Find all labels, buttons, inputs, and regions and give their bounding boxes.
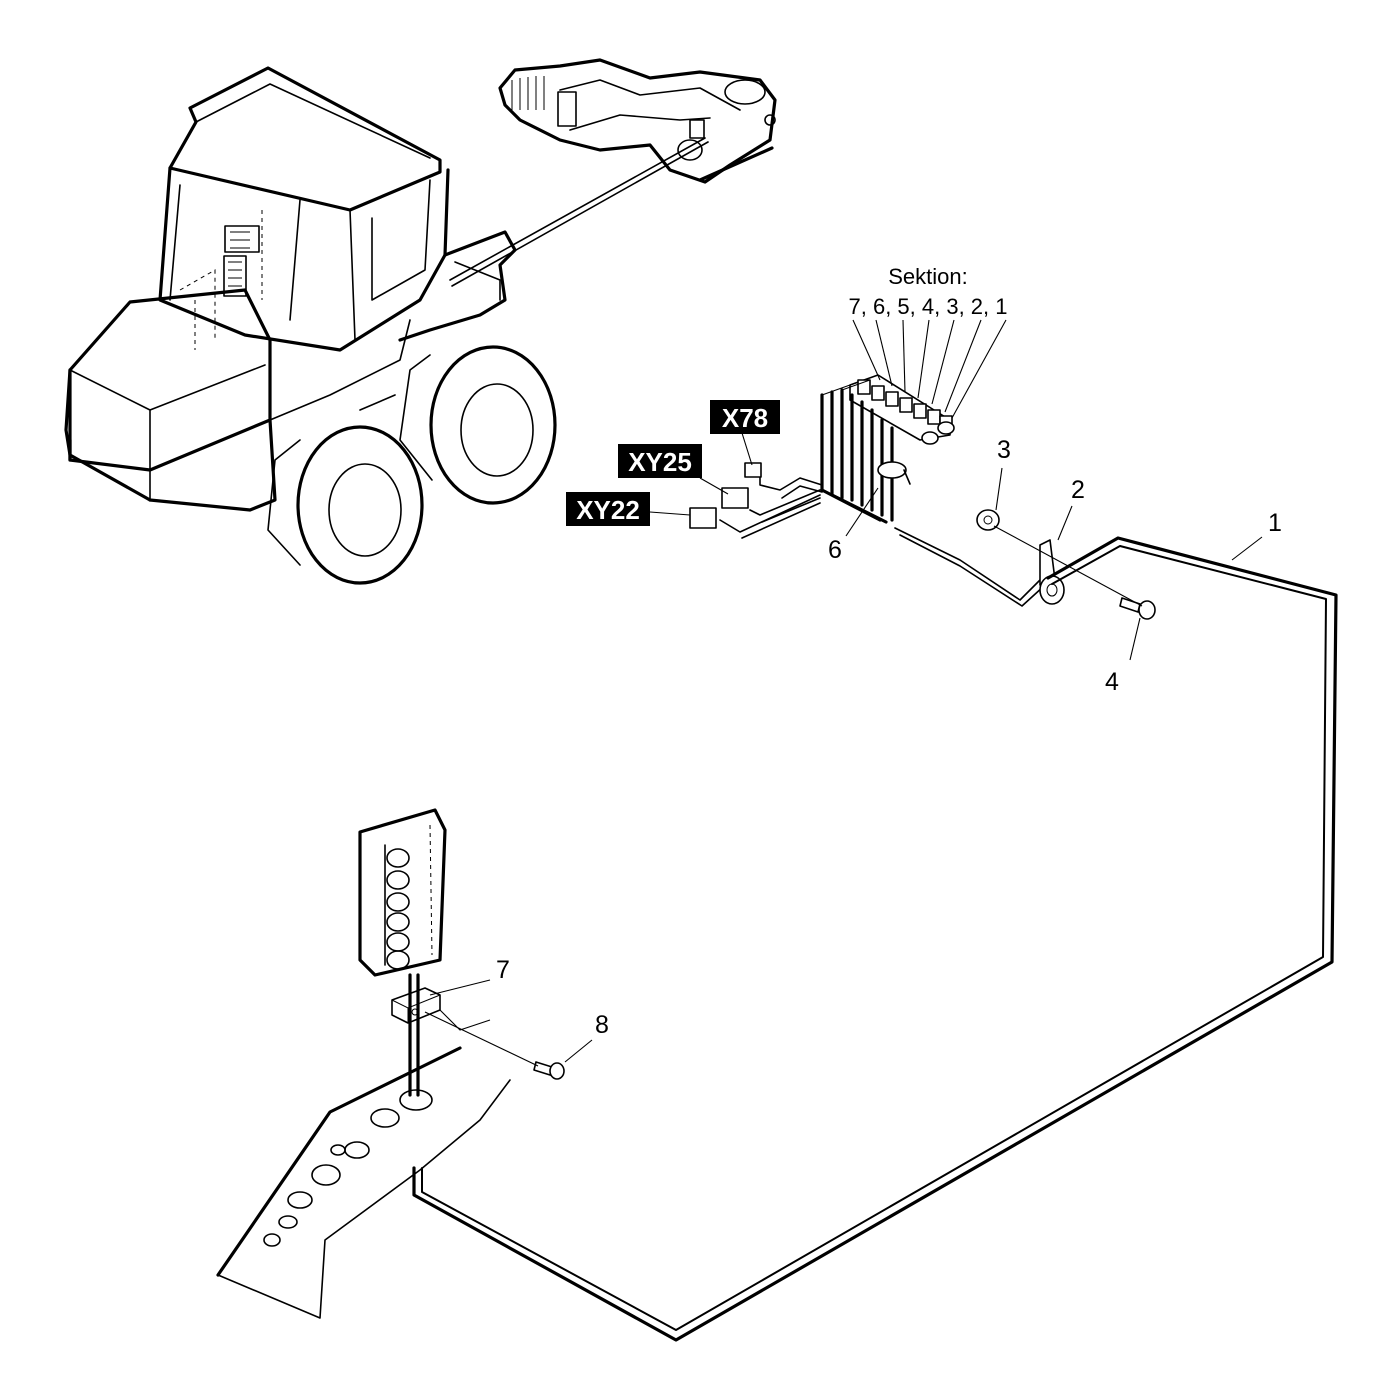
screw-part-8 xyxy=(533,1061,565,1080)
cable-part-1 xyxy=(412,536,1338,1342)
part-number-8: 8 xyxy=(595,1011,609,1039)
valve-harness-assembly xyxy=(689,374,1156,620)
part-number-4: 4 xyxy=(1105,668,1119,696)
screw-part-4 xyxy=(1119,597,1156,620)
part-number-7: 7 xyxy=(496,956,510,984)
part-number-1: 1 xyxy=(1268,509,1282,537)
tag-x78-label: X78 xyxy=(722,403,768,433)
valve-section-block xyxy=(849,374,955,445)
part-number-6: 6 xyxy=(828,536,842,564)
tag-x78: X78 xyxy=(710,400,780,434)
connector-x78 xyxy=(744,462,762,478)
wheel-loader-illustration xyxy=(64,66,709,585)
frame-detail-illustration xyxy=(498,58,777,184)
bracket-part-7 xyxy=(391,987,441,1024)
part-number-2: 2 xyxy=(1071,476,1085,504)
tag-xy22: XY22 xyxy=(566,492,650,526)
tag-xy25: XY25 xyxy=(618,444,702,478)
connector-xy22 xyxy=(689,507,717,529)
connector-xy25 xyxy=(721,487,749,509)
tag-xy22-label: XY22 xyxy=(576,495,640,525)
nut-part-3 xyxy=(976,509,1000,531)
section-header-numbers: 7, 6, 5, 4, 3, 2, 1 xyxy=(849,294,1008,319)
tag-xy25-label: XY25 xyxy=(628,447,692,477)
clamp-part-2 xyxy=(1039,539,1065,605)
section-header-title: Sektion: xyxy=(888,264,968,289)
part-number-3: 3 xyxy=(997,436,1011,464)
control-panel-assembly xyxy=(216,808,565,1319)
leader-lines xyxy=(429,319,1263,1063)
